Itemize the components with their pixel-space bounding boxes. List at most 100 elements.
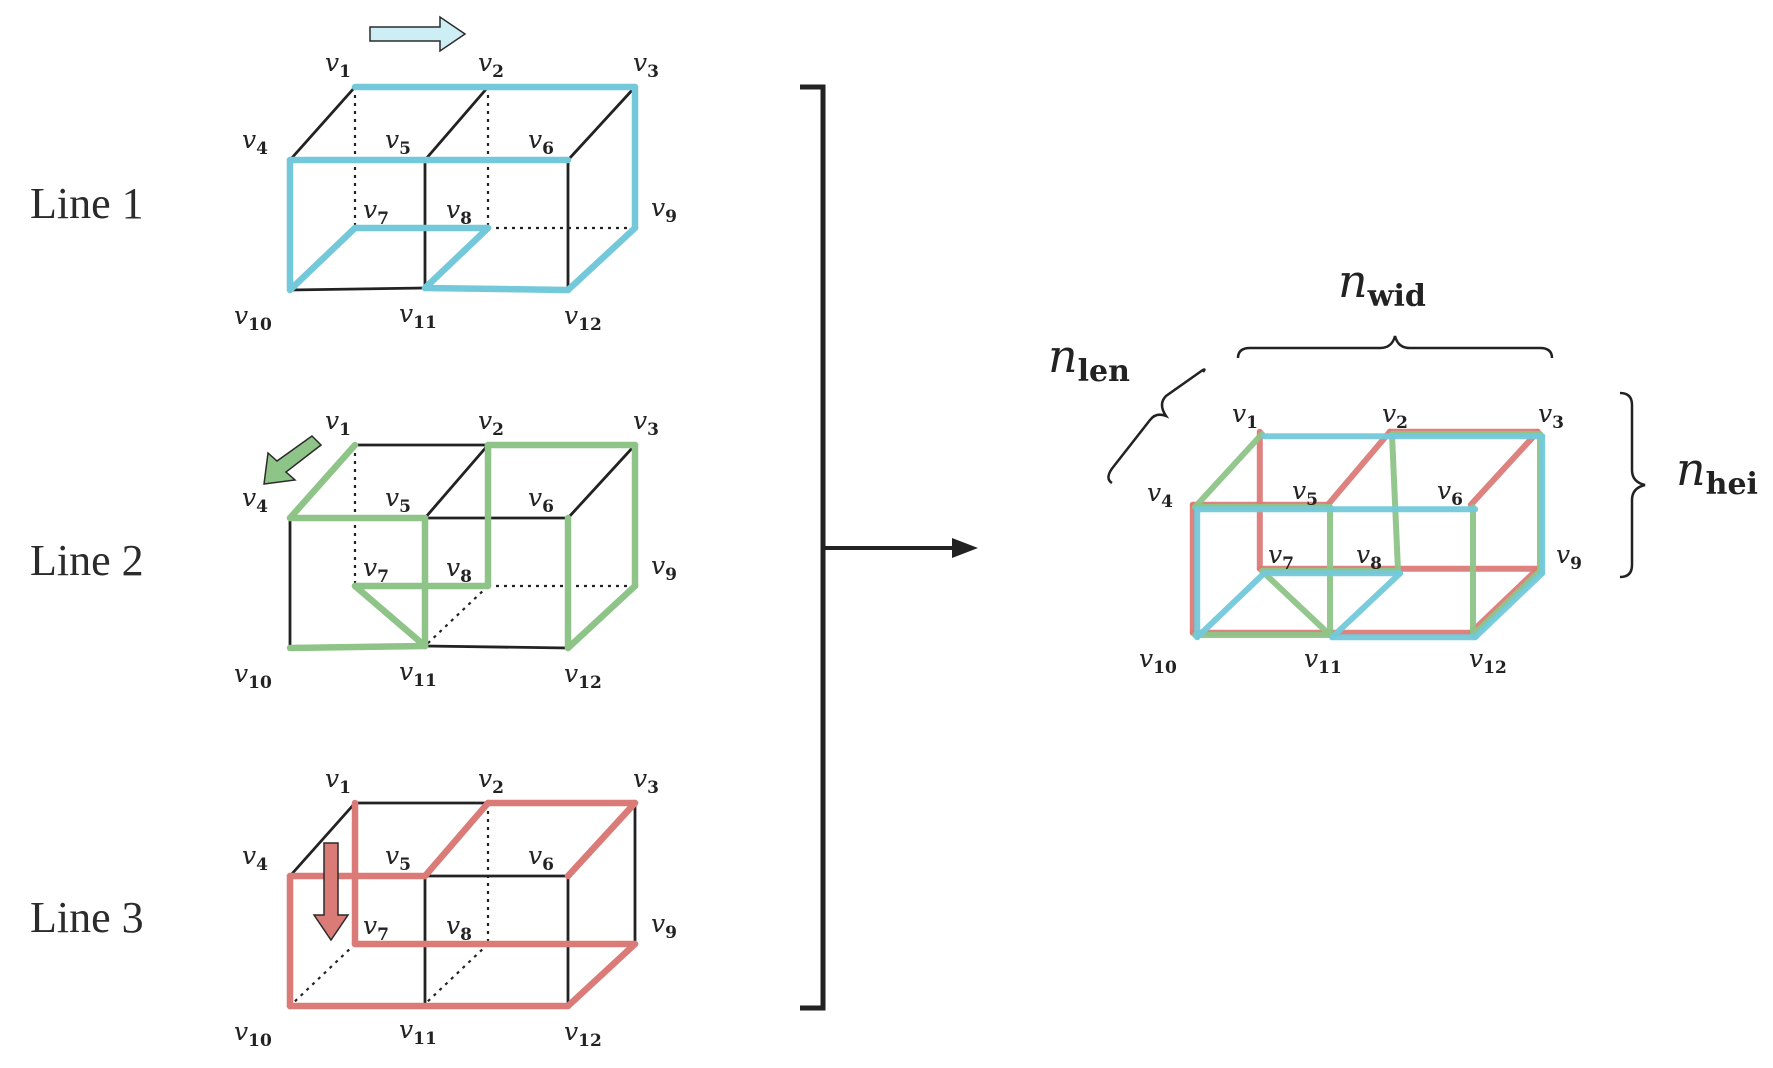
panel-line-3: Line 3 v1 v2 v3 v4 v5 v6 v7 v8 v9 v10 v11 v12 [30,764,677,1051]
combined-edge-line1-v7-v10 [1194,570,1268,641]
edge-highlight-v7-v10 [286,224,359,294]
vertex-label-v6: v6 [1437,476,1463,510]
edge-v3-v6 [566,85,637,162]
vertex-label-v4: v4 [242,841,268,875]
vertex-label-v8: v8 [446,553,472,587]
edge-highlight-v9-v12 [564,582,639,652]
height-brace [1619,391,1646,579]
vertex-label-v2: v2 [478,764,504,798]
vertex-label-v1: v1 [325,764,351,798]
vertex-label-v3: v3 [1538,399,1564,433]
vertex-label-v4: v4 [242,125,268,159]
combined-edge-line2-v1-v4 [1192,431,1265,510]
vertex-label-v3: v3 [633,48,659,82]
combined-edge-line1-v9-v12 [1472,570,1546,641]
combined-edge-line2-v11-v7 [1259,568,1333,638]
panel-label: Line 3 [30,893,144,942]
combined-graph: v1 v2 v3 v4 v5 v6 v7 v8 v9 v10 v11 v12 nwid nlen nh… [1048,254,1758,678]
vertex-label-v8: v8 [446,911,472,945]
vertex-label-v7: v7 [1268,540,1294,574]
vertex-label-v12: v12 [564,659,602,693]
edge-highlight-v1-v4 [286,441,359,522]
vertex-label-v9: v9 [651,551,677,585]
arrow-down-left-icon [263,435,323,485]
vertex-label-v6: v6 [528,841,554,875]
vertex-label-v12: v12 [564,301,602,335]
vertex-label-v2: v2 [478,48,504,82]
vertex-label-v6: v6 [528,125,554,159]
edge-highlight-v11-v8 [421,224,492,292]
vertex-label-v8: v8 [1356,540,1382,574]
vertex-label-v1: v1 [325,48,351,82]
width-brace [1236,335,1554,359]
vertex-label-v3: v3 [633,406,659,440]
merge-bracket [800,84,978,1011]
vertex-label-v11: v11 [399,299,437,333]
edge-v1-v4 [288,85,357,162]
vertex-label-v7: v7 [363,553,389,587]
vertex-label-v10: v10 [234,301,272,335]
edge-highlight-v12-v11 [421,284,572,294]
length-brace [1107,368,1206,485]
vertex-label-v4: v4 [242,483,268,517]
arrow-down-icon [312,842,350,942]
vertex-label-v8: v8 [446,195,472,229]
combined-edge-line1-v11-v8 [1329,570,1404,641]
edge-highlight-v11-v7 [351,582,429,650]
combined-edges [1189,428,1546,641]
vertex-label-v10: v10 [234,1017,272,1051]
combined-vertex-labels: v1 v2 v3 v4 v5 v6 v7 v8 v9 v10 v11 v12 [1139,399,1582,678]
cube-graph: v1 v2 v3 v4 v5 v6 v7 v8 v9 v10 v11 v12 [234,48,677,335]
vertex-label-v5: v5 [385,483,411,517]
combined-edge-line3-v3-v6 [1467,428,1541,508]
arrow-right-icon [369,15,467,53]
vertex-label-v12: v12 [1469,644,1507,678]
edge-v1-v4 [288,801,357,878]
combined-edge-line3-v5-v2 [1324,428,1393,508]
vertex-label-v2: v2 [1382,399,1408,433]
edge-highlight-v5-v2 [421,799,492,880]
combined-edge-line2-v8-v2 [1389,431,1401,574]
length-label: nlen [1048,329,1130,389]
edge-v2-v5 [423,85,490,162]
edge-v10-v11 [288,286,427,292]
vertex-label-v2: v2 [478,406,504,440]
combined-edge-line3-v9-v12 [1467,565,1541,636]
vertex-label-v11: v11 [399,657,437,691]
width-label: nwid [1338,254,1426,314]
vertex-label-v4: v4 [1147,478,1173,512]
edge-v11-v12 [423,644,570,650]
vertex-label-v12: v12 [564,1017,602,1051]
vertex-label-v10: v10 [234,659,272,693]
vertex-label-v5: v5 [385,841,411,875]
panel-line-1: Line 1 v1 v2 v3 v4 v5 v6 v7 v8 v9 v10 v11 v12 [30,15,677,335]
edge-highlight-v11-v10 [286,642,429,652]
vertex-label-v3: v3 [633,764,659,798]
height-label: nhei [1676,442,1758,502]
edge-v3-v6 [566,443,637,520]
vertex-label-v9: v9 [651,193,677,227]
vertex-label-v7: v7 [363,195,389,229]
vertex-label-v11: v11 [399,1015,437,1049]
vertex-label-v1: v1 [1232,399,1258,433]
panel-label: Line 2 [30,536,144,585]
edge-dotted-v8-v11 [424,585,489,647]
edge-highlight-v9-v12 [564,224,639,294]
edge-v2-v5 [423,443,490,520]
vertex-label-v10: v10 [1139,644,1177,678]
vertex-label-v1: v1 [325,406,351,440]
vertex-label-v5: v5 [385,125,411,159]
edge-dotted-v8-v11 [424,943,489,1005]
vertex-label-v7: v7 [363,911,389,945]
edge-dotted-v7-v10 [289,943,356,1007]
vertex-label-v11: v11 [1304,644,1342,678]
vertex-label-v9: v9 [651,909,677,943]
vertex-label-v9: v9 [1556,540,1582,574]
cube-graph: v1 v2 v3 v4 v5 v6 v7 v8 v9 v10 v11 v12 [234,764,677,1051]
panel-label: Line 1 [30,179,144,228]
vertex-label-v5: v5 [1292,476,1318,510]
combined-edge-line2-v9-v12 [1470,568,1543,638]
